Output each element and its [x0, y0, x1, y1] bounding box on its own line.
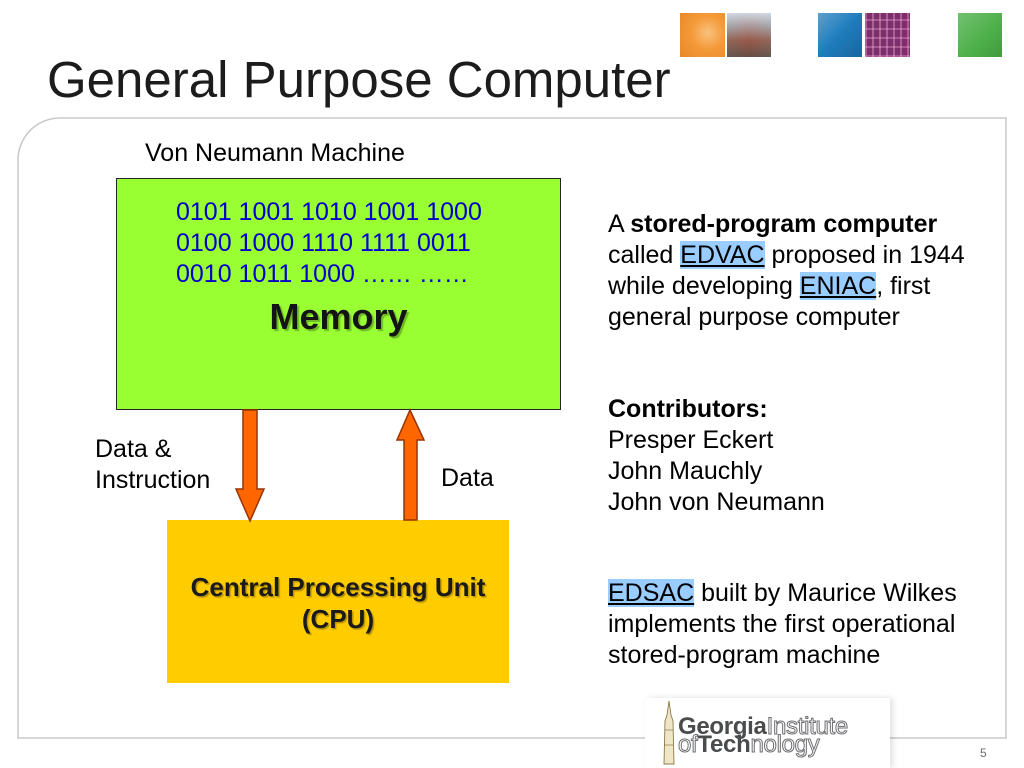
- tech-tower-icon: [663, 700, 675, 765]
- edvac-link[interactable]: EDVAC: [680, 241, 765, 269]
- header-tile-green: [958, 13, 1002, 57]
- edvac-note-first: , first: [876, 272, 931, 300]
- logo-word-georgia: Georgia: [678, 713, 767, 740]
- memory-binary-contents: 0101 1001 1010 1001 1000 0100 1000 1110 …: [176, 197, 482, 290]
- memory-label: Memory: [269, 296, 408, 337]
- binary-line-1: 0101 1001 1010 1001 1000: [176, 198, 482, 226]
- edsac-link[interactable]: EDSAC: [608, 579, 695, 607]
- edvac-note-line-4: general purpose computer: [608, 303, 900, 331]
- edvac-note: A stored-program computer called EDVAC p…: [608, 209, 965, 333]
- stored-program-term: stored-program computer: [630, 210, 938, 238]
- edsac-note-built-by: built by Maurice Wilkes: [694, 579, 957, 607]
- header-tile-campus-photo: [727, 13, 771, 57]
- contributors-heading: Contributors:: [608, 395, 768, 423]
- contributor-name: John Mauchly: [608, 457, 763, 485]
- edsac-note: EDSAC built by Maurice Wilkes implements…: [608, 578, 957, 671]
- binary-line-2: 0100 1000 1110 1111 0011: [176, 229, 471, 257]
- edvac-note-line-1: A stored-program computer: [608, 209, 965, 240]
- binary-line-3: 0010 1011 1000 …… ……: [176, 260, 469, 288]
- slide-title: General Purpose Computer: [47, 51, 671, 108]
- logo-word-nology: nology: [750, 731, 820, 758]
- contributor-name: Presper Eckert: [608, 426, 774, 454]
- memory-to-cpu-label-line-2: Instruction: [95, 466, 211, 494]
- logo-word-of: of: [677, 731, 698, 758]
- edvac-note-called: called: [608, 241, 681, 269]
- edvac-note-proposed: proposed in 1944: [764, 241, 965, 269]
- edvac-note-developing: while developing: [608, 272, 800, 300]
- edsac-note-line-3: stored-program machine: [608, 641, 881, 669]
- memory-to-cpu-label-line-1: Data &: [95, 435, 172, 463]
- contributors-list: Contributors: Presper Eckert John Mauchl…: [608, 394, 825, 518]
- edvac-note-line-2: called EDVAC proposed in 1944: [608, 240, 965, 271]
- georgia-tech-logo: GeorgiaInstitute ofTechnology: [645, 698, 890, 768]
- tech-tower-outline: [663, 700, 675, 765]
- logo-word-tech: Tech: [697, 731, 751, 758]
- cpu-to-memory-label: Data: [441, 464, 494, 492]
- header-tile-blue: [818, 13, 862, 57]
- memory-to-cpu-label: Data & Instruction: [95, 434, 210, 496]
- up-arrow-icon: [395, 408, 426, 521]
- cpu-box: [167, 520, 509, 683]
- cpu-label-line-2: (CPU): [301, 604, 375, 634]
- cpu-label: Central Processing Unit (CPU): [167, 571, 509, 635]
- edvac-note-line-3: while developing ENIAC, first: [608, 271, 965, 302]
- edsac-note-line-2: implements the first operational: [608, 610, 956, 638]
- header-tile-circuit-photo: [865, 13, 910, 57]
- header-tile-orange: [680, 13, 725, 57]
- memory-box: [116, 178, 561, 410]
- diagram-heading: Von Neumann Machine: [145, 139, 405, 167]
- edsac-note-line-1: EDSAC built by Maurice Wilkes: [608, 578, 957, 609]
- page-number: 5: [980, 746, 987, 760]
- edvac-note-intro: A: [608, 210, 631, 238]
- logo-line-1: GeorgiaInstitute: [678, 714, 849, 739]
- logo-word-institute: Institute: [766, 713, 849, 740]
- down-arrow-icon: [234, 409, 266, 523]
- logo-line-2: ofTechnology: [677, 732, 820, 757]
- cpu-label-line-1: Central Processing Unit: [190, 572, 486, 602]
- contributor-name: John von Neumann: [608, 488, 825, 516]
- eniac-link[interactable]: ENIAC: [799, 272, 877, 300]
